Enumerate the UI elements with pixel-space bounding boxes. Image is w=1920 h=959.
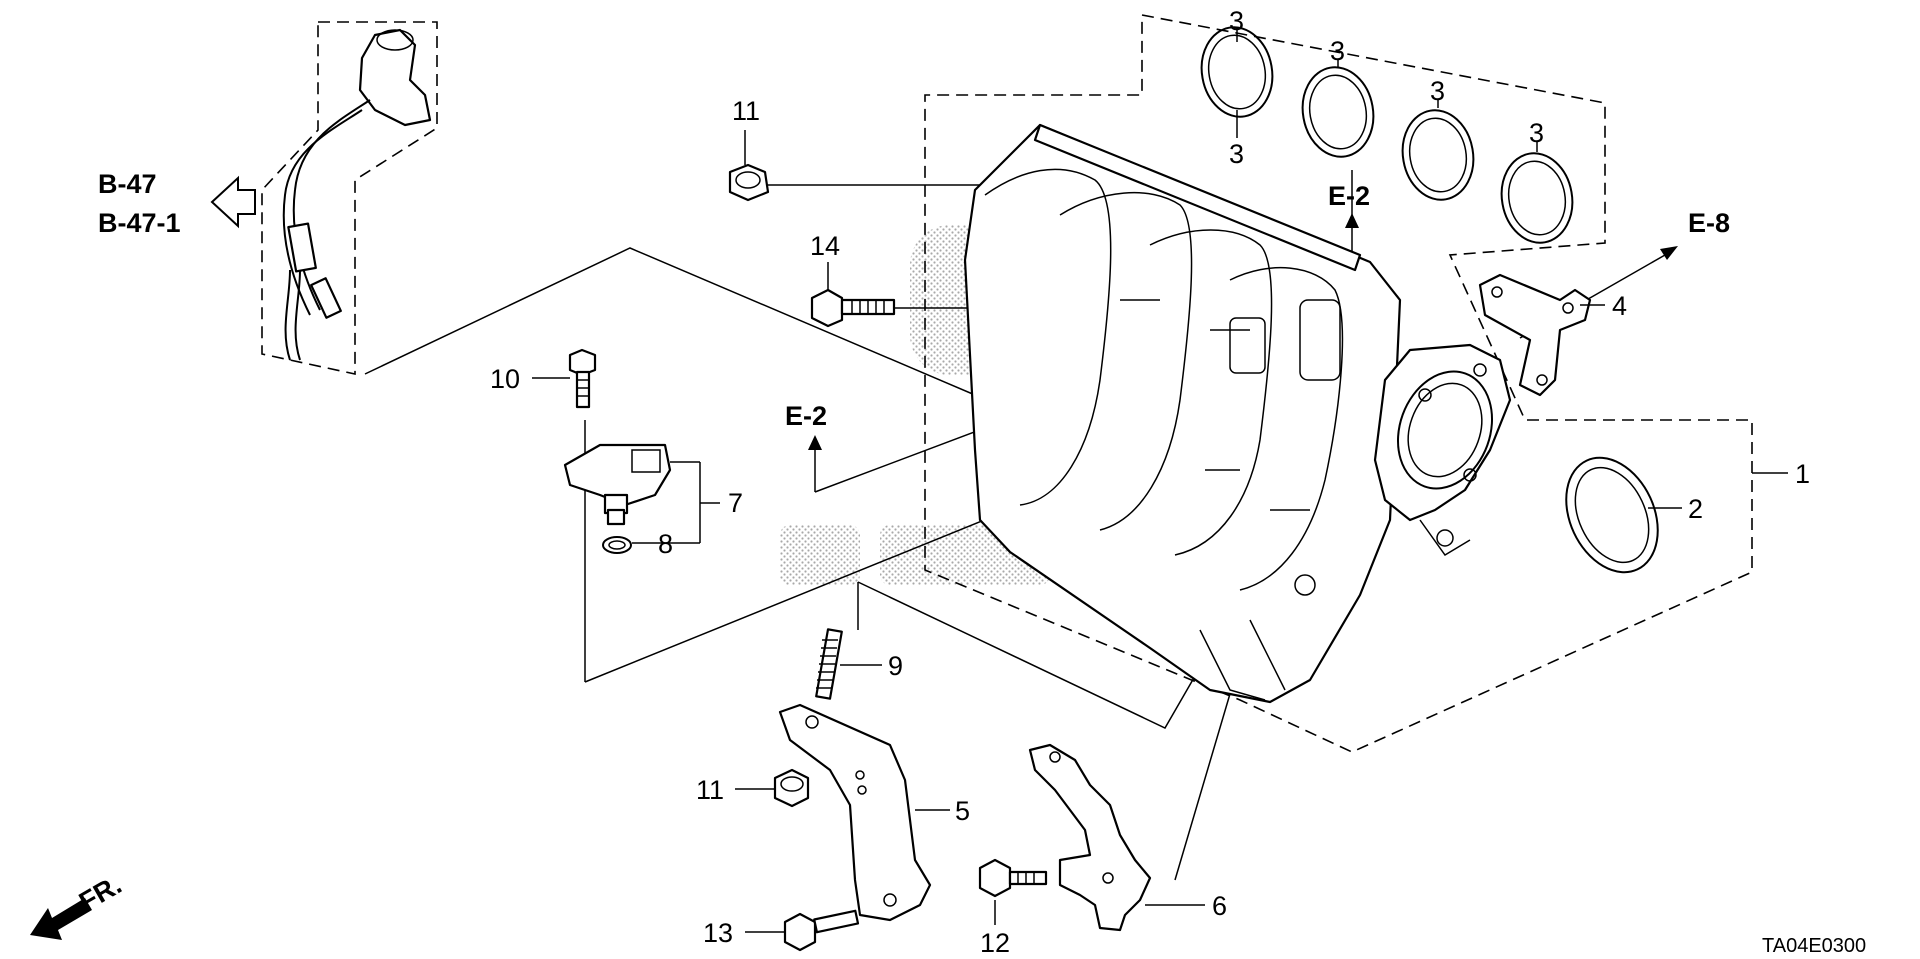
reference-e8: E-8 (1688, 208, 1730, 238)
callout-4: 4 (1612, 291, 1627, 321)
reference-b47: B-47 (98, 169, 157, 199)
callout-7: 7 (728, 488, 743, 518)
harness-bracket (1028, 743, 1152, 932)
callout-1: 1 (1795, 459, 1810, 489)
port-gasket-4 (1500, 152, 1574, 244)
port-gaskets (1200, 26, 1574, 244)
callout-6: 6 (1212, 891, 1227, 921)
callout-5: 5 (955, 796, 970, 826)
front-direction-marker (30, 898, 92, 940)
callout-14: 14 (810, 231, 840, 261)
callout-12: 12 (980, 928, 1010, 958)
callout-11-lower: 11 (696, 775, 724, 805)
diagram-code: TA04E0300 (1762, 935, 1866, 957)
port-gasket-1 (1200, 26, 1274, 118)
callout-3b: 3 (1229, 139, 1244, 169)
purge-solenoid (282, 28, 432, 361)
intake-manifold (963, 123, 1402, 704)
throttle-body-gasket (1565, 456, 1659, 574)
callout-10: 10 (490, 364, 520, 394)
bolt-12 (978, 858, 1048, 898)
assembly-boundary-solenoid (261, 21, 438, 375)
flange-nut-lower (773, 768, 810, 808)
callout-3d: 3 (1430, 76, 1445, 106)
o-ring (602, 536, 632, 554)
flange-nut-top (728, 163, 770, 202)
callout-3a: 3 (1229, 6, 1244, 36)
manifold-bracket (778, 703, 932, 922)
assembly-boundary-main (924, 14, 1753, 753)
flange-bolt-13 (783, 909, 860, 952)
port-gasket-2 (1301, 66, 1375, 158)
reference-arrow-e2-top (1345, 213, 1359, 228)
callout-13: 13 (703, 918, 733, 948)
port-gasket-3 (1401, 109, 1475, 201)
map-sensor (563, 443, 672, 526)
callout-8: 8 (658, 529, 673, 559)
stud-bolt (815, 628, 843, 700)
throttle-body-flange (1373, 343, 1512, 556)
bolt-10 (568, 348, 597, 409)
reference-b47-1: B-47-1 (98, 208, 181, 238)
reference-arrow-e2-left (808, 435, 822, 450)
callout-11-top: 11 (732, 96, 760, 126)
callout-3c: 3 (1330, 36, 1345, 66)
reference-e2-left: E-2 (785, 401, 827, 431)
reference-e2-top: E-2 (1328, 181, 1370, 211)
callout-3e: 3 (1529, 118, 1544, 148)
reference-arrow-b47 (210, 175, 256, 229)
flange-bolt-14 (810, 288, 896, 328)
bracket-plate (1478, 273, 1592, 397)
callout-9: 9 (888, 651, 903, 681)
callout-leaders (532, 30, 1788, 933)
callout-2: 2 (1688, 494, 1703, 524)
reference-arrow-e8 (1660, 246, 1678, 260)
